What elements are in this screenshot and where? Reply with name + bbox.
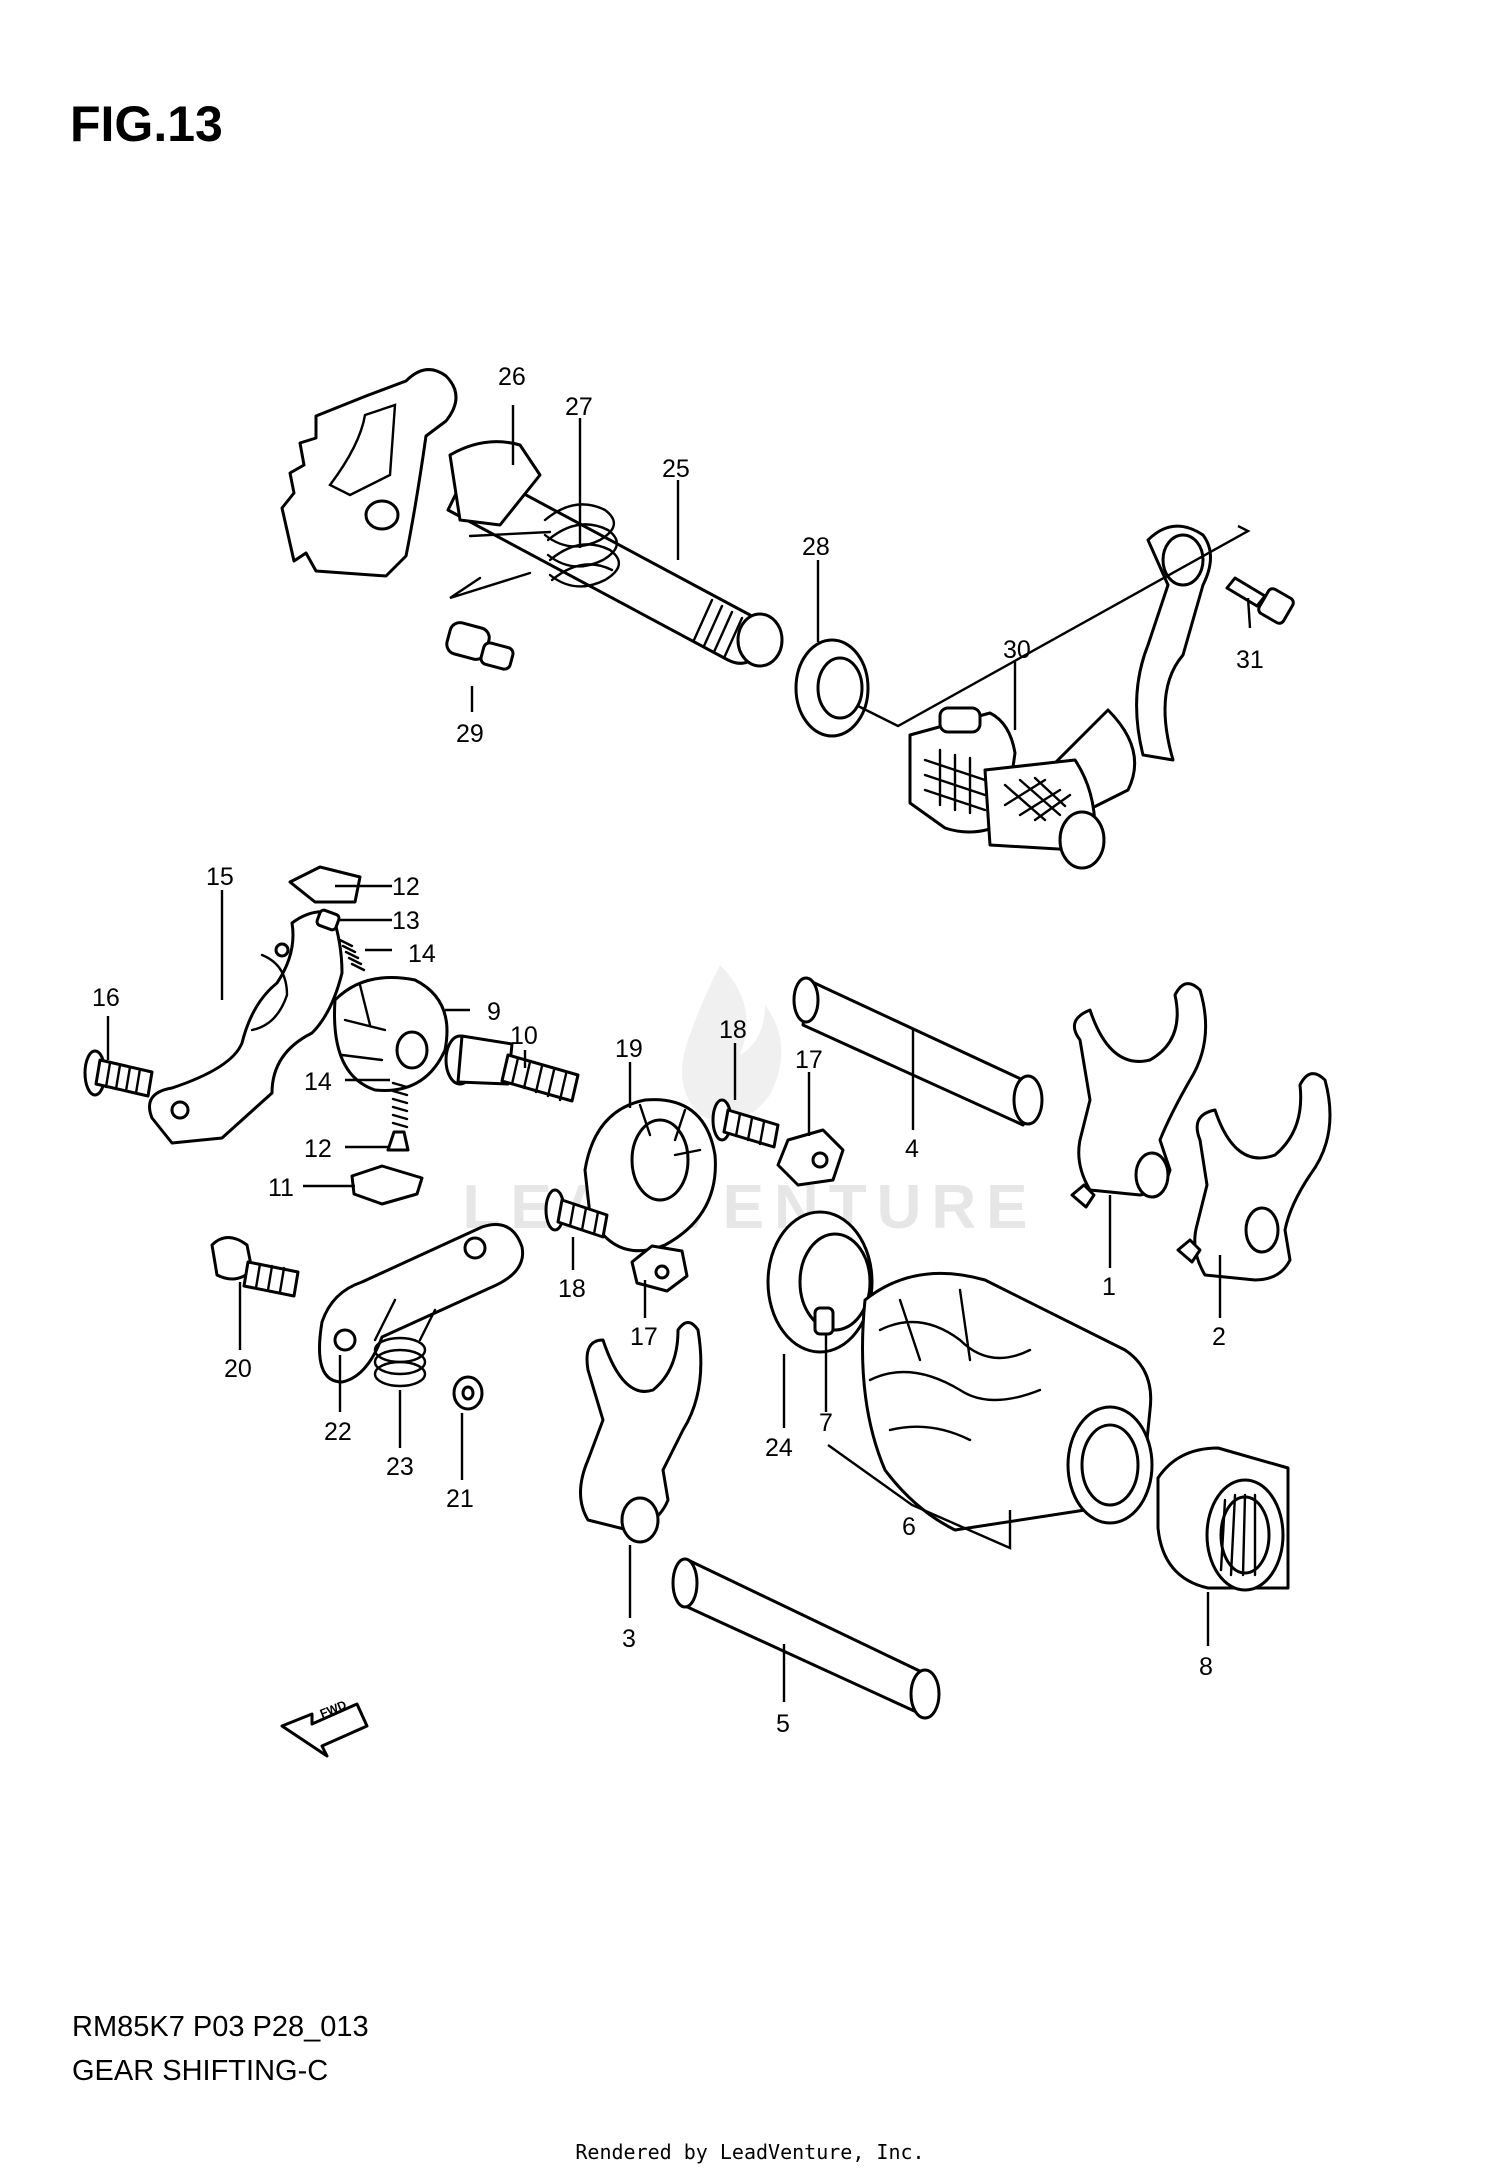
part-12-pin-lower xyxy=(386,1130,410,1152)
part-3-shift-fork xyxy=(579,1321,703,1544)
part-18-screw-upper xyxy=(711,1098,780,1149)
callout-17b: 17 xyxy=(630,1323,658,1351)
part-29-pin xyxy=(445,621,515,671)
callout-3: 3 xyxy=(622,1625,636,1653)
part-22-arm xyxy=(318,1223,525,1384)
part-11-pawl xyxy=(350,1164,424,1206)
part-15-stopper-plate xyxy=(148,910,344,1145)
part-1-shift-fork xyxy=(1070,982,1208,1209)
part-23-spring xyxy=(373,1298,437,1388)
part-14-spring-top xyxy=(338,938,366,972)
callout-5: 5 xyxy=(776,1710,790,1738)
figure-title: FIG.13 xyxy=(70,96,223,152)
callout-22: 22 xyxy=(324,1418,352,1446)
diagram-caption: GEAR SHIFTING-C xyxy=(72,2055,329,2087)
part-14-spring-lower xyxy=(391,1081,409,1129)
callout-12b: 12 xyxy=(304,1135,332,1163)
callout-21: 21 xyxy=(446,1485,474,1513)
callout-7: 7 xyxy=(819,1409,833,1437)
callout-9: 9 xyxy=(487,998,501,1026)
part-28-oil-seal xyxy=(794,638,870,738)
part-6-shift-cam xyxy=(861,1271,1154,1532)
diagram-code: RM85K7 P03 P28_013 xyxy=(72,2011,369,2043)
callout-17: 17 xyxy=(795,1046,823,1074)
rendered-by-footer: Rendered by LeadVenture, Inc. xyxy=(575,2140,925,2164)
watermark-logo-icon xyxy=(682,965,782,1122)
part-8-needle-bearing xyxy=(1156,1446,1290,1592)
callout-26: 26 xyxy=(498,363,526,391)
part-5-fork-shaft xyxy=(671,1557,941,1720)
part-17-pin-lower xyxy=(630,1244,689,1293)
part-24-bearing xyxy=(766,1210,874,1354)
callout-1: 1 xyxy=(1102,1273,1116,1301)
part-20-bolt xyxy=(210,1236,300,1298)
callout-30: 30 xyxy=(1003,636,1031,664)
callout-23: 23 xyxy=(386,1453,414,1481)
part-17-pin-upper xyxy=(776,1128,845,1187)
callout-10: 10 xyxy=(510,1022,538,1050)
callout-29: 29 xyxy=(456,720,484,748)
fwd-arrow-icon: FWD xyxy=(280,1697,369,1758)
assembly-line-25-30 xyxy=(857,524,1251,728)
part-7-pin xyxy=(813,1306,835,1336)
callout-4: 4 xyxy=(905,1135,919,1163)
callout-13: 13 xyxy=(392,907,420,935)
callout-12: 12 xyxy=(392,873,420,901)
callout-19: 19 xyxy=(615,1035,643,1063)
callout-16: 16 xyxy=(92,984,120,1012)
callout-20: 20 xyxy=(224,1355,252,1383)
part-19-cam-plate xyxy=(583,1098,717,1253)
part-10-bolt xyxy=(444,1034,580,1103)
callout-14: 14 xyxy=(408,940,436,968)
callout-24: 24 xyxy=(765,1434,793,1462)
callout-2: 2 xyxy=(1212,1323,1226,1351)
part-30-shift-lever xyxy=(908,524,1212,870)
part-9-gearshift-stopper xyxy=(333,976,449,1092)
part-16-screw xyxy=(83,1049,154,1098)
callout-14b: 14 xyxy=(304,1068,332,1096)
part-26-shift-arm xyxy=(280,368,458,578)
part-25-shaft xyxy=(446,440,784,668)
part-18-screw-lower xyxy=(544,1188,609,1239)
callout-25: 25 xyxy=(662,455,690,483)
callout-31: 31 xyxy=(1236,646,1264,674)
part-12-pawl-top xyxy=(288,865,362,904)
part-21-washer xyxy=(452,1375,484,1411)
part-4-fork-shaft xyxy=(792,976,1044,1127)
part-2-shift-fork xyxy=(1176,1072,1332,1282)
callout-18b: 18 xyxy=(558,1275,586,1303)
callout-15: 15 xyxy=(206,863,234,891)
callout-11: 11 xyxy=(268,1174,294,1202)
callout-8: 8 xyxy=(1199,1653,1213,1681)
callout-18: 18 xyxy=(719,1016,747,1044)
part-27-spring xyxy=(449,503,620,600)
callout-6: 6 xyxy=(902,1513,916,1541)
part-31-bolt xyxy=(1225,576,1295,625)
callout-27: 27 xyxy=(565,393,593,421)
callout-28: 28 xyxy=(802,533,830,561)
part-13-pin-top xyxy=(315,908,341,932)
